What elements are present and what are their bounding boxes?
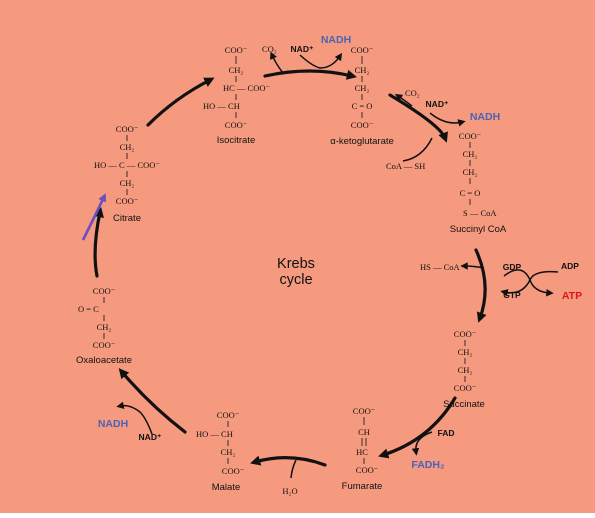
fumarate-structure: COO⁻ CH HC COO⁻ Fumarate [342, 406, 383, 492]
nad-label-1: NAD⁺ [291, 44, 314, 54]
arrow-nad-to-nadh-2 [429, 112, 466, 127]
fumarate-hc: HC [356, 447, 368, 457]
arrow-co2-release-2 [394, 93, 413, 107]
akg-ch2-1: CH₂ [355, 65, 370, 75]
line-h2o-input [290, 459, 297, 479]
oaa-o-c: O = C [78, 304, 99, 314]
isocitrate-ch2: CH₂ [229, 65, 244, 75]
scoa-ch2-2: CH₂ [463, 167, 478, 177]
hs-coa-label: HS — CoA [420, 262, 461, 272]
oaa-ch2: CH₂ [97, 322, 112, 332]
akg-coo-bottom: COO⁻ [351, 120, 374, 130]
gdp-label: GDP [503, 262, 522, 272]
isocitrate-hc-coo: HC — COO⁻ [223, 83, 271, 93]
scoa-c-o: C = O [460, 188, 481, 198]
fumarate-coo-bottom: COO⁻ [356, 465, 379, 475]
nadh-label-1: NADH [321, 34, 351, 46]
malate-coo-top: COO⁻ [217, 410, 240, 420]
arrow-adp-to-atp [529, 270, 559, 297]
isocitrate-ho-ch: HO — CH [203, 101, 240, 111]
arrow-isocitrate-to-ketoglutarate [263, 69, 357, 80]
citrate-ho-c-coo: HO — C — COO⁻ [94, 160, 160, 170]
nad-label-3: NAD⁺ [139, 432, 162, 442]
h2o-label: H₂O [282, 486, 297, 496]
title-line-2: cycle [279, 272, 312, 288]
fumarate-coo-top: COO⁻ [353, 406, 376, 416]
citrate-coo-bottom: COO⁻ [116, 196, 139, 206]
scoa-s-coa: S — CoA [463, 208, 497, 218]
isocitrate-coo-bottom: COO⁻ [225, 120, 248, 130]
adp-label: ADP [561, 261, 579, 271]
akg-c-o: C = O [352, 101, 373, 111]
malate-ho-ch: HO — CH [196, 429, 233, 439]
fumarate-ch: CH [358, 427, 370, 437]
succinate-coo-top: COO⁻ [454, 329, 477, 339]
citrate-structure: COO⁻ CH₂ HO — C — COO⁻ CH₂ COO⁻ Citrate [94, 124, 160, 224]
nad-label-2: NAD⁺ [426, 99, 449, 109]
atp-label: ATP [562, 290, 582, 302]
malate-structure: COO⁻ HO — CH CH₂ COO⁻ Malate [196, 410, 245, 493]
scoa-coo: COO⁻ [459, 131, 482, 141]
succinate-coo-bottom: COO⁻ [454, 383, 477, 393]
succinate-ch2-2: CH₂ [458, 365, 473, 375]
alpha-ketoglutarate-structure: COO⁻ CH₂ CH₂ C = O COO⁻ α-ketoglutarate [330, 45, 394, 147]
isocitrate-coo-top: COO⁻ [225, 45, 248, 55]
fad-label: FAD [438, 428, 455, 438]
arrow-nad-to-nadh-1 [299, 52, 343, 69]
arrow-nad-to-nadh-3 [116, 401, 153, 435]
succinate-label: Succinate [443, 399, 485, 410]
citrate-ch2-2: CH₂ [120, 178, 135, 188]
scoa-ch2-1: CH₂ [463, 149, 478, 159]
succinyl-coa-label: Succinyl CoA [450, 224, 507, 235]
oaa-coo-bottom: COO⁻ [93, 340, 116, 350]
isocitrate-structure: COO⁻ CH₂ HC — COO⁻ HO — CH COO⁻ Isocitra… [203, 45, 271, 146]
arrow-oxaloacetate-to-citrate [93, 206, 104, 278]
alpha-ketoglutarate-label: α-ketoglutarate [330, 136, 394, 147]
line-coa-sh-input [402, 137, 433, 162]
coa-sh-label: CoA — SH [386, 161, 425, 171]
arrow-co2-release-1 [270, 51, 284, 74]
citrate-ch2-1: CH₂ [120, 142, 135, 152]
succinyl-coa-structure: COO⁻ CH₂ CH₂ C = O S — CoA Succinyl CoA [450, 131, 507, 235]
oaa-coo-top: COO⁻ [93, 286, 116, 296]
arrow-succinylcoa-to-succinate [474, 248, 487, 323]
malate-ch2: CH₂ [221, 447, 236, 457]
arrow-fumarate-to-malate [250, 455, 327, 467]
oxaloacetate-structure: COO⁻ O = C CH₂ COO⁻ Oxaloacetate [76, 286, 132, 366]
co2-label-1: CO₂ [262, 44, 277, 54]
fadh2-label: FADH₂ [411, 459, 445, 471]
fumarate-label: Fumarate [342, 481, 383, 492]
arrow-hs-coa-release [460, 262, 485, 270]
succinate-structure: COO⁻ CH₂ CH₂ COO⁻ Succinate [443, 329, 485, 410]
isocitrate-label: Isocitrate [217, 135, 256, 146]
oxaloacetate-label: Oxaloacetate [76, 355, 132, 366]
akg-coo-top: COO⁻ [351, 45, 374, 55]
nadh-label-3: NADH [98, 418, 128, 430]
succinate-ch2-1: CH₂ [458, 347, 473, 357]
nadh-label-2: NADH [470, 111, 500, 123]
akg-ch2-2: CH₂ [355, 83, 370, 93]
title-line-1: Krebs [277, 256, 315, 272]
malate-coo-bottom: COO⁻ [222, 466, 245, 476]
arrow-malate-to-oxaloacetate [118, 368, 187, 434]
citrate-coo-top: COO⁻ [116, 124, 139, 134]
arrow-succinate-to-fumarate [378, 396, 457, 459]
arrow-fad-to-fadh2 [411, 431, 433, 456]
arrow-citrate-to-isocitrate [146, 77, 215, 127]
purple-arrow-acetyl-coa-entry [81, 193, 106, 241]
malate-label: Malate [212, 482, 241, 493]
gtp-label: GTP [503, 290, 521, 300]
citrate-label: Citrate [113, 213, 141, 224]
co2-label-2: CO₂ [405, 88, 420, 98]
